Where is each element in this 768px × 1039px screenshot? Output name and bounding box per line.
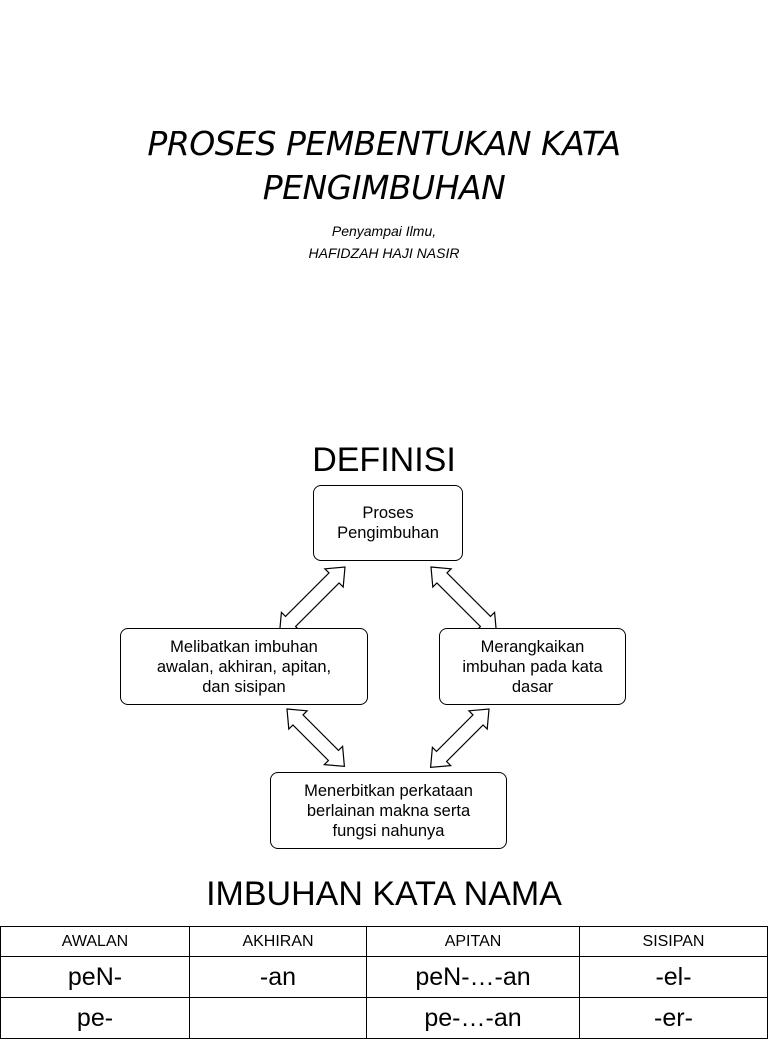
node-proses-pengimbuhan: Proses Pengimbuhan (313, 485, 463, 561)
table-cell: pe-…-an (366, 997, 580, 1039)
imbuhan-heading: IMBUHAN KATA NAMA (206, 875, 562, 913)
column-header: AWALAN (0, 926, 190, 957)
table-cell (189, 997, 367, 1039)
double-arrow-top-right (430, 566, 498, 634)
double-arrow-bottom-left (286, 708, 346, 768)
table-cell: pe- (0, 997, 190, 1039)
table-header-row: AWALAN AKHIRAN APITAN SISIPAN (0, 926, 768, 957)
node-melibatkan-imbuhan: Melibatkan imbuhan awalan, akhiran, apit… (120, 628, 368, 705)
table-cell: -an (189, 956, 367, 998)
column-header: AKHIRAN (189, 926, 367, 957)
table-cell: peN-…-an (366, 956, 580, 998)
column-header: SISIPAN (579, 926, 768, 957)
node-menerbitkan-perkataan: Menerbitkan perkataan berlainan makna se… (270, 772, 507, 849)
definisi-heading: DEFINISI (312, 441, 456, 479)
column-header: APITAN (366, 926, 580, 957)
table-row: pe- pe-…-an -er- (0, 997, 768, 1039)
title-line-1: PROSES PEMBENTUKAN KATA (147, 124, 621, 163)
table-row: peN- -an peN-…-an -el- (0, 956, 768, 998)
subtitle: Penyampai Ilmu, HAFIDZAH HAJI NASIR (0, 220, 768, 264)
node-merangkaikan-imbuhan: Merangkaikan imbuhan pada kata dasar (439, 628, 626, 705)
double-arrow-bottom-right (429, 708, 490, 769)
table-cell: -el- (579, 956, 768, 998)
presenter-name: HAFIDZAH HAJI NASIR (308, 245, 460, 261)
title-line-2: PENGIMBUHAN (262, 168, 506, 207)
page-title: PROSES PEMBENTUKAN KATA PENGIMBUHAN (0, 122, 768, 210)
double-arrow-top-left (278, 566, 346, 634)
table-cell: -er- (579, 997, 768, 1039)
imbuhan-table: AWALAN AKHIRAN APITAN SISIPAN peN- -an p… (0, 926, 768, 1039)
presenter-role: Penyampai Ilmu, (331, 223, 437, 239)
table-cell: peN- (0, 956, 190, 998)
